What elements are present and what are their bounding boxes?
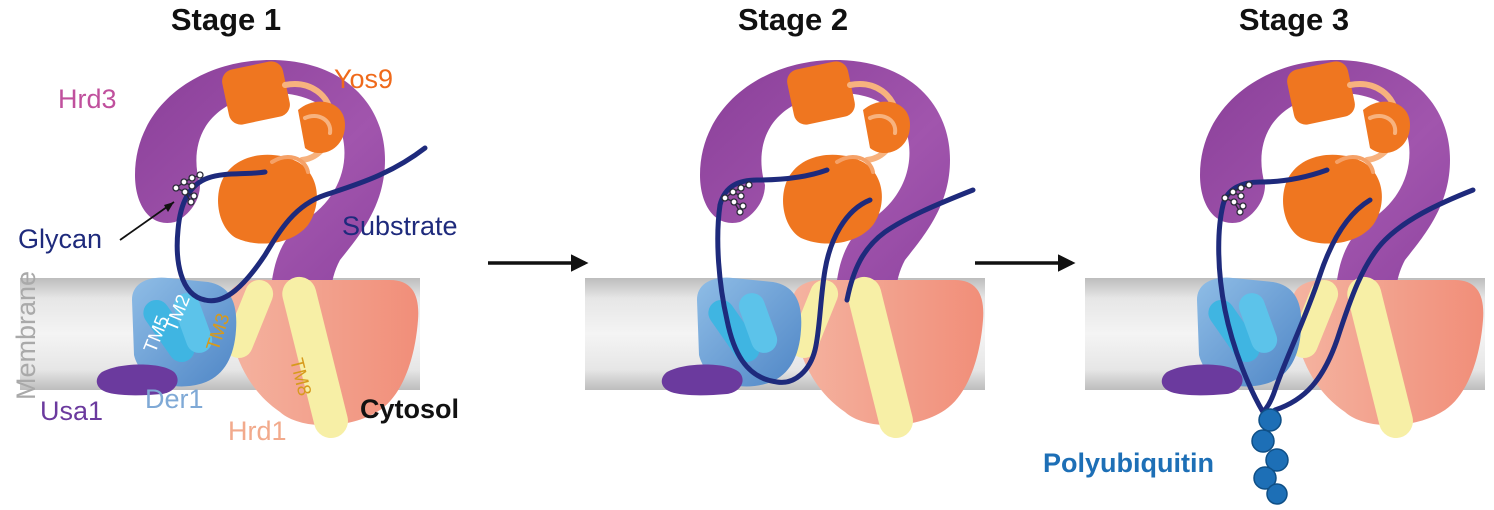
glycan-pointer — [119, 201, 175, 241]
ubiquitin-bead-icon — [1258, 408, 1282, 432]
yos9-label: Yos9 — [334, 64, 393, 94]
ubiquitin-bead-icon — [1253, 466, 1277, 490]
stage-2-panel — [585, 59, 985, 441]
stage-1-title: Stage 1 — [171, 2, 281, 37]
stage-3-panel — [1085, 59, 1485, 505]
ubiquitin-bead-icon — [1251, 429, 1275, 453]
usa1-label: Usa1 — [40, 396, 103, 426]
cytosol-label: Cytosol — [360, 394, 459, 424]
substrate-chain — [174, 145, 428, 304]
stage-3-title: Stage 3 — [1239, 2, 1349, 37]
glycan-label: Glycan — [18, 224, 102, 254]
ubiquitin-bead-icon — [1265, 448, 1289, 472]
der1-label: Der1 — [145, 384, 204, 414]
stage-2-title: Stage 2 — [738, 2, 848, 37]
hrd1-label: Hrd1 — [228, 416, 287, 446]
substrate-label: Substrate — [342, 211, 458, 241]
polyubiquitin-label: Polyubiquitin — [1043, 448, 1214, 478]
polyubiquitin-chain — [1251, 408, 1289, 505]
ubiquitin-bead-icon — [1266, 483, 1288, 505]
membrane-label: Membrane — [11, 271, 41, 400]
stage-1-panel — [20, 59, 428, 441]
substrate-chain — [715, 167, 873, 385]
hrd3-label: Hrd3 — [58, 84, 117, 114]
